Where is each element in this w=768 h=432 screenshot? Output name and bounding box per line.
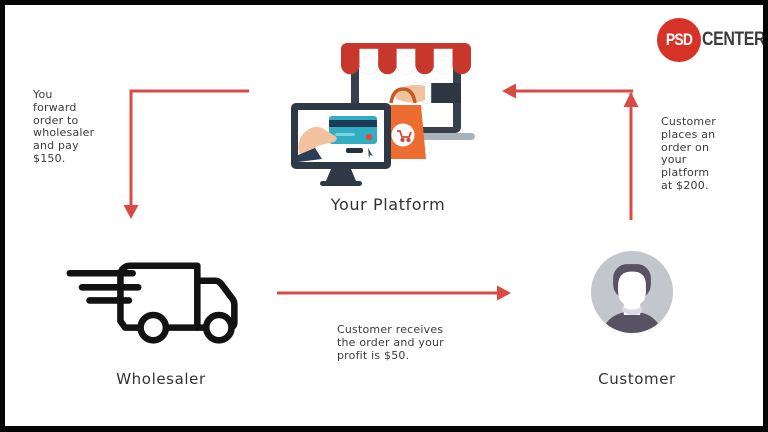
shopping-bag-icon (381, 87, 426, 159)
logo-psd-text: PSD (665, 30, 693, 49)
arrow-platform-to-wholesaler (123, 89, 249, 219)
note-customer-places-order: Customer places an order on your platfor… (661, 115, 717, 192)
customer-avatar (591, 251, 673, 333)
ecommerce-platform-illustration (291, 43, 475, 186)
wholesaler-label: Wholesaler (116, 370, 206, 388)
arrow-customer-to-platform (502, 83, 639, 220)
payment-monitor-icon (291, 103, 391, 186)
logo-center-text: CENTER (702, 29, 766, 50)
customer-label: Customer (598, 370, 676, 388)
logo-circle: PSD (657, 18, 701, 62)
arrow-wholesaler-to-customer (277, 285, 511, 301)
note-forward-order: You forward order to wholesaler and pay … (33, 88, 95, 165)
delivery-truck-icon (66, 262, 238, 344)
note-customer-receives: Customer receives the order and your pro… (337, 323, 444, 362)
psd-center-logo: PSD CENTER (657, 17, 766, 63)
platform-label: Your Platform (330, 195, 446, 214)
store-awning-icon (341, 43, 471, 75)
